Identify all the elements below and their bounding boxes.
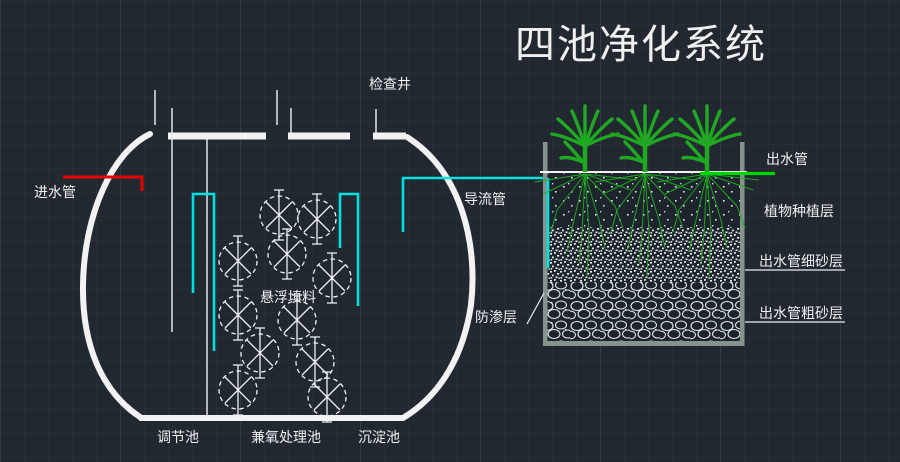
wetland-right-wall [740, 142, 745, 345]
label-diversion-pipe: 导流管 [464, 191, 506, 207]
label-sedimentation-pond: 沉淀池 [358, 429, 400, 445]
wetland-left-wall [543, 142, 548, 345]
fine-sand-layer [547, 227, 740, 282]
label-inspection-well: 检查井 [369, 76, 411, 92]
floating-media-symbols [218, 189, 352, 423]
inlet-pipe-line [63, 175, 144, 191]
label-fine-sand-layer: 出水管细砂层 [759, 253, 843, 269]
label-outlet-pipe: 出水管 [766, 151, 808, 167]
label-floating-media: 悬浮填料 [260, 289, 316, 305]
label-anti-seepage-layer: 防渗层 [475, 309, 517, 325]
label-coarse-sand-layer: 出水管粗砂层 [759, 305, 843, 321]
tank-vents-and-dividers [154, 90, 377, 418]
wetland-section [535, 106, 775, 346]
septic-tank-outline [79, 90, 476, 421]
label-regulation-pond: 调节池 [157, 429, 199, 445]
label-facultative-pond: 兼氧处理池 [251, 429, 321, 445]
diagram-title: 四池净化系统 [515, 22, 767, 67]
label-plant-layer: 植物种植层 [764, 203, 834, 219]
anti-seepage-leader [526, 292, 545, 325]
label-inlet-pipe: 进水管 [34, 184, 76, 200]
wetland-bottom [543, 341, 745, 346]
coarse-sand-layer [547, 282, 740, 341]
leader-lines [526, 269, 845, 325]
